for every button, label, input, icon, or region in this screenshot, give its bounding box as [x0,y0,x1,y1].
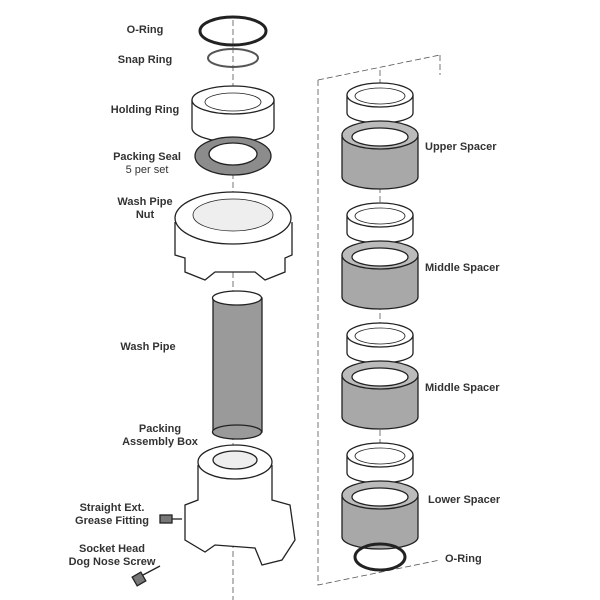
label-upper-spacer: Upper Spacer [425,141,497,153]
nut-line2: Nut [135,209,155,221]
spacer-3 [341,322,419,430]
label-o-ring: O-Ring [126,24,164,36]
spacer-1 [341,82,419,190]
spacer-2 [341,202,419,310]
dog-nose-screw [131,565,161,587]
box-line1: Packing [138,423,182,435]
label-grease-fitting: Straight Ext.Grease Fitting [75,502,149,528]
packing-assembly-box [184,444,296,566]
o-ring-top [198,15,268,47]
label-lower-spacer: Lower Spacer [428,494,501,506]
packing-seal-note: 5 per set [125,164,169,176]
nut-line1: Wash Pipe [117,196,173,208]
snap-ring [207,48,259,68]
label-holding-ring: Holding Ring [110,104,180,116]
wash-pipe-nut [174,191,293,281]
packing-seal [194,136,272,176]
label-o-ring-bottom: O-Ring [445,553,482,565]
label-wash-pipe: Wash Pipe [120,341,176,353]
label-snap-ring: Snap Ring [117,54,173,66]
spacer-4 [341,442,419,550]
holding-ring [191,85,275,143]
screw-line2: Dog Nose Screw [68,556,156,568]
grease-fitting [159,514,182,524]
label-middle-spacer-1: Middle Spacer [425,262,500,274]
screw-line1: Socket Head [78,543,146,555]
packing-seal-name: Packing Seal [113,151,181,163]
o-ring-bottom [353,542,407,572]
wash-pipe [211,290,263,440]
label-middle-spacer-2: Middle Spacer [425,382,500,394]
fitting-line1: Straight Ext. [79,502,145,514]
fitting-line2: Grease Fitting [75,515,149,527]
box-line2: Assembly Box [122,436,198,448]
